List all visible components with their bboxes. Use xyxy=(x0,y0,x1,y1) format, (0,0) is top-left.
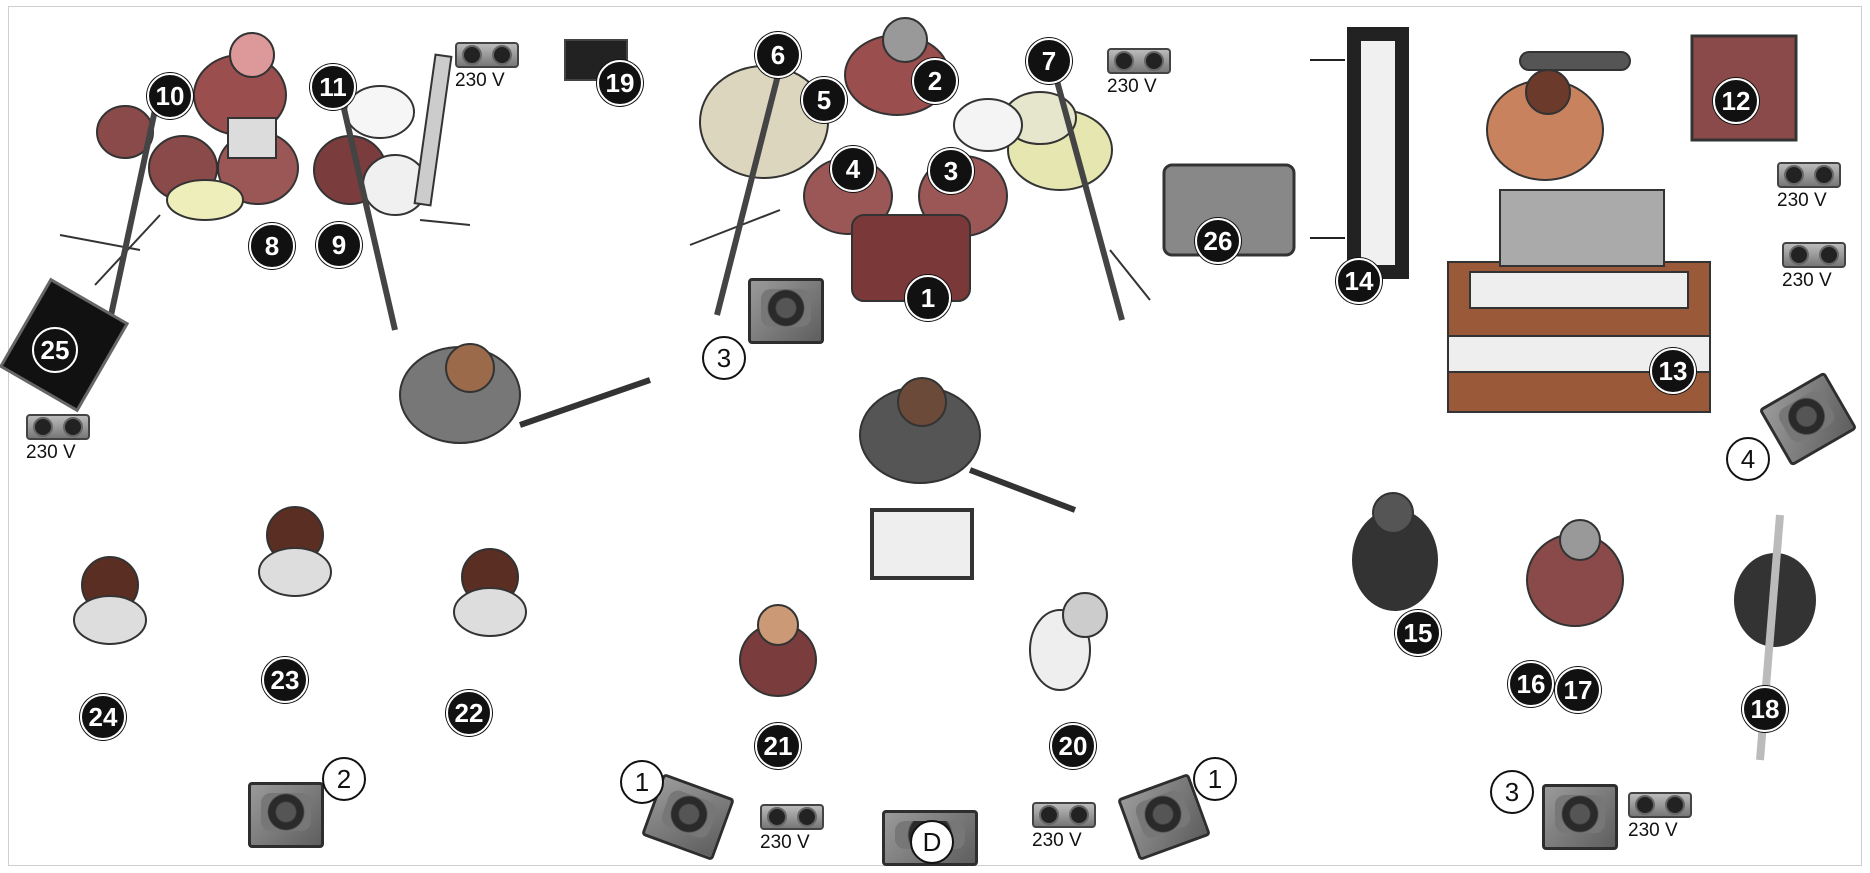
keyboardist xyxy=(1487,52,1630,180)
power-outlet: 230 V xyxy=(1107,48,1185,98)
channel-badge: 23 xyxy=(262,657,308,703)
channel-badge: 24 xyxy=(80,694,126,740)
monitor-mix-badge: 2 xyxy=(322,757,366,801)
guitarist-center xyxy=(860,378,1075,510)
outlet-label: 230 V xyxy=(1107,76,1185,98)
channel-badge: 4 xyxy=(830,146,876,192)
outlet-icon xyxy=(1782,242,1846,268)
channel-badge: 7 xyxy=(1026,38,1072,84)
channel-badge: 25 xyxy=(32,327,78,373)
outlet-icon xyxy=(1107,48,1171,74)
outlet-label: 230 V xyxy=(1782,270,1860,292)
outlet-label: 230 V xyxy=(26,442,104,464)
outlet-icon xyxy=(1777,162,1841,188)
outlet-icon xyxy=(1628,792,1692,818)
power-outlet: 230 V xyxy=(26,414,104,464)
channel-badge: 8 xyxy=(249,223,295,269)
monitor-mix-badge: 3 xyxy=(1490,770,1534,814)
keyboard-14 xyxy=(1310,28,1408,278)
channel-badge: 2 xyxy=(912,58,958,104)
guitarist-left xyxy=(400,344,650,443)
channel-badge: 13 xyxy=(1650,348,1696,394)
power-outlet: 230 V xyxy=(1782,242,1860,292)
channel-badge: 21 xyxy=(755,723,801,769)
channel-badge: 1 xyxy=(905,275,951,321)
monitor-mix-badge: 1 xyxy=(1193,757,1237,801)
channel-badge: 18 xyxy=(1742,686,1788,732)
channel-badge: 16 xyxy=(1508,661,1554,707)
outlet-label: 230 V xyxy=(455,70,533,92)
channel-badge: 5 xyxy=(801,77,847,123)
channel-badge: 19 xyxy=(597,60,643,106)
power-outlet: 230 V xyxy=(1628,792,1706,842)
monitor-mix-badge: 1 xyxy=(620,760,664,804)
outlet-label: 230 V xyxy=(1777,190,1855,212)
outlet-icon xyxy=(26,414,90,440)
channel-badge: 9 xyxy=(316,222,362,268)
outlet-label: 230 V xyxy=(1628,820,1706,842)
outlet-label: 230 V xyxy=(1032,830,1110,852)
channel-badge: 20 xyxy=(1050,723,1096,769)
channel-badge: 6 xyxy=(755,32,801,78)
channel-badge: 11 xyxy=(310,64,356,110)
channel-badge: 10 xyxy=(147,73,193,119)
floor-monitor-3-right xyxy=(1542,784,1618,850)
power-outlet: 230 V xyxy=(1777,162,1855,212)
outlet-label: 230 V xyxy=(760,832,838,854)
floor-monitor-2 xyxy=(248,782,324,848)
floor-monitor-3-center xyxy=(748,278,824,344)
channel-badge: 26 xyxy=(1195,218,1241,264)
channel-badge: 3 xyxy=(928,148,974,194)
power-outlet: 230 V xyxy=(1032,802,1110,852)
outlet-icon xyxy=(455,42,519,68)
di-box-label: D xyxy=(910,820,954,864)
monitor-mix-badge: 3 xyxy=(702,336,746,380)
power-outlet: 230 V xyxy=(760,804,838,854)
power-outlet: 230 V xyxy=(455,42,533,92)
monitor-mix-badge: 4 xyxy=(1726,437,1770,481)
left-drummer xyxy=(194,33,286,158)
outlet-icon xyxy=(760,804,824,830)
pedalboard xyxy=(872,510,972,578)
outlet-icon xyxy=(1032,802,1096,828)
channel-badge: 15 xyxy=(1395,610,1441,656)
channel-badge: 22 xyxy=(446,690,492,736)
channel-badge: 14 xyxy=(1336,258,1382,304)
channel-badge: 17 xyxy=(1555,667,1601,713)
channel-badge: 12 xyxy=(1713,78,1759,124)
